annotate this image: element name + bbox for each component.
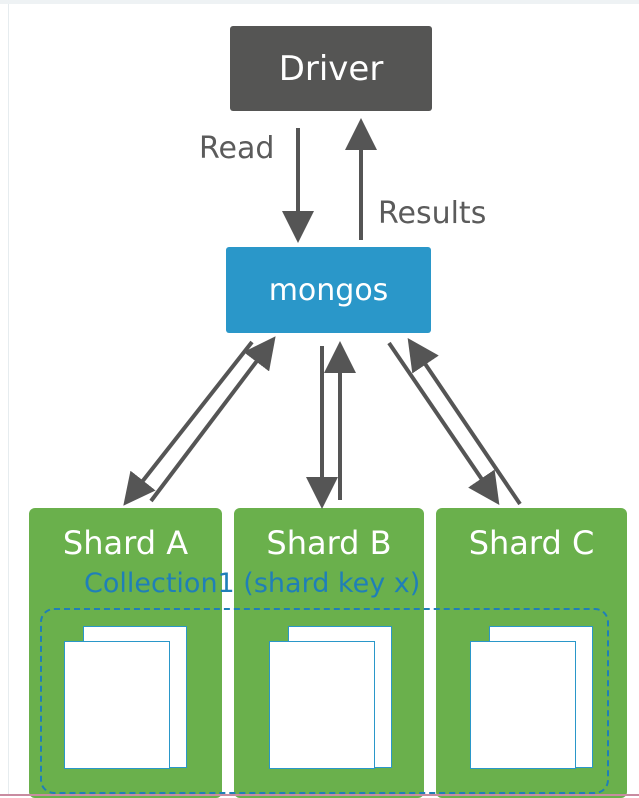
shard-a-label: Shard A: [62, 524, 189, 562]
shard-c-label: Shard C: [468, 524, 595, 562]
bottom-edge: [0, 794, 639, 796]
read-label: Read: [199, 131, 275, 166]
shard-a-node: Shard A: [29, 508, 222, 798]
mongos-label: mongos: [268, 272, 389, 308]
document-icon: [64, 641, 170, 769]
shard-c-node: Shard C: [436, 508, 627, 798]
driver-node: Driver: [230, 26, 432, 111]
collection-boundary: [40, 608, 609, 794]
shard-b-node: Shard B: [234, 508, 424, 798]
shard-c-to-mongos-arrow: [407, 338, 522, 506]
top-strip: [0, 0, 639, 4]
collection-label: Collection1 (shard key x): [84, 568, 421, 599]
mongos-to-shard-c-arrow: [387, 341, 500, 505]
mongos-node: mongos: [226, 247, 431, 333]
shard-a-to-mongos-arrow: [149, 336, 276, 503]
shard-b-label: Shard B: [266, 524, 392, 562]
results-label: Results: [378, 196, 487, 231]
driver-label: Driver: [278, 48, 384, 89]
document-icon: [470, 641, 576, 769]
document-icon: [269, 641, 375, 769]
mongos-to-shard-a-arrow: [123, 340, 254, 506]
